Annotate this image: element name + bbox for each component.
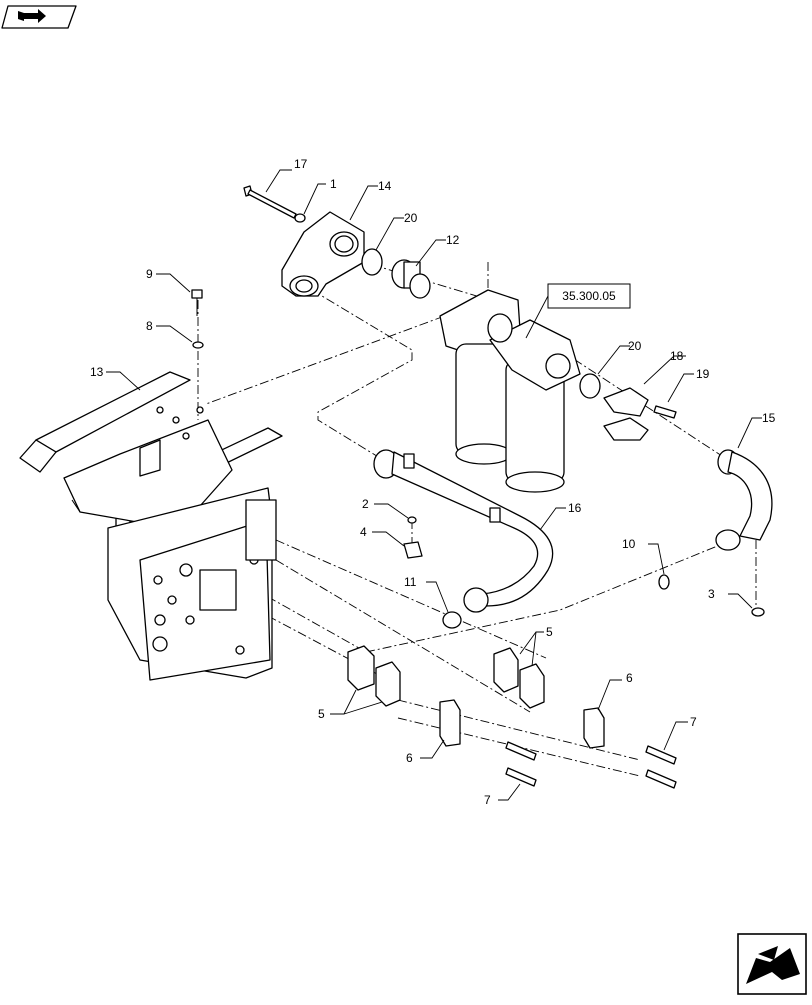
callout-8: 8 <box>146 319 153 333</box>
tube-15 <box>715 449 773 551</box>
bolt-17 <box>243 185 297 219</box>
washer-8 <box>192 341 204 349</box>
callout-20: 20 <box>628 339 642 353</box>
cover-plate-6-left <box>439 699 461 747</box>
callout-7: 7 <box>690 715 697 729</box>
frame-bracket-13 <box>19 371 283 681</box>
bolts-7 <box>505 741 677 789</box>
adapter-12 <box>391 259 431 299</box>
callout-labels: 17 1 14 20 12 9 8 13 20 18 19 15 2 4 16 … <box>90 157 776 807</box>
callout-4: 4 <box>360 525 367 539</box>
washer-1 <box>294 213 306 223</box>
book-arrow-icon[interactable] <box>1 5 77 29</box>
callout-17: 17 <box>294 157 308 171</box>
bolt-19 <box>653 405 677 419</box>
callout-14: 14 <box>378 179 392 193</box>
reference-label: 35.300.05 <box>562 289 616 303</box>
leader-lines <box>106 169 762 801</box>
bolt-9 <box>191 289 203 316</box>
callout-18: 18 <box>670 349 684 363</box>
callout-9: 9 <box>146 267 153 281</box>
o-ring-10 <box>658 574 670 590</box>
callout-7: 7 <box>484 793 491 807</box>
navigation-arrow-icon[interactable] <box>737 933 807 995</box>
callout-6: 6 <box>626 671 633 685</box>
pipe-16 <box>373 449 554 613</box>
callout-16: 16 <box>568 501 582 515</box>
clamp-blocks-5-left <box>347 645 401 707</box>
callout-5: 5 <box>318 707 325 721</box>
fitting-4 <box>403 541 423 559</box>
cover-plate-6-right <box>583 707 605 749</box>
callout-11: 11 <box>404 575 417 589</box>
callout-3: 3 <box>708 587 715 601</box>
callout-19: 19 <box>696 367 710 381</box>
callout-2: 2 <box>362 497 369 511</box>
clamp-18 <box>603 387 649 441</box>
washer-3 <box>751 607 765 617</box>
clamp-blocks-5-right <box>493 647 545 709</box>
o-ring-11 <box>442 611 462 629</box>
callout-6: 6 <box>406 751 413 765</box>
o-ring-20-lower <box>579 373 601 399</box>
callout-15: 15 <box>762 411 776 425</box>
callout-10: 10 <box>622 537 636 551</box>
callout-20: 20 <box>404 211 418 225</box>
callout-5: 5 <box>546 625 553 639</box>
callout-12: 12 <box>446 233 460 247</box>
callout-1: 1 <box>330 177 337 191</box>
o-ring-20-upper <box>361 248 383 276</box>
flange-14 <box>281 211 365 297</box>
filter-assembly <box>439 289 581 493</box>
callout-13: 13 <box>90 365 104 379</box>
reference-link[interactable]: 35.300.05 <box>525 283 631 339</box>
washer-2 <box>407 516 417 524</box>
